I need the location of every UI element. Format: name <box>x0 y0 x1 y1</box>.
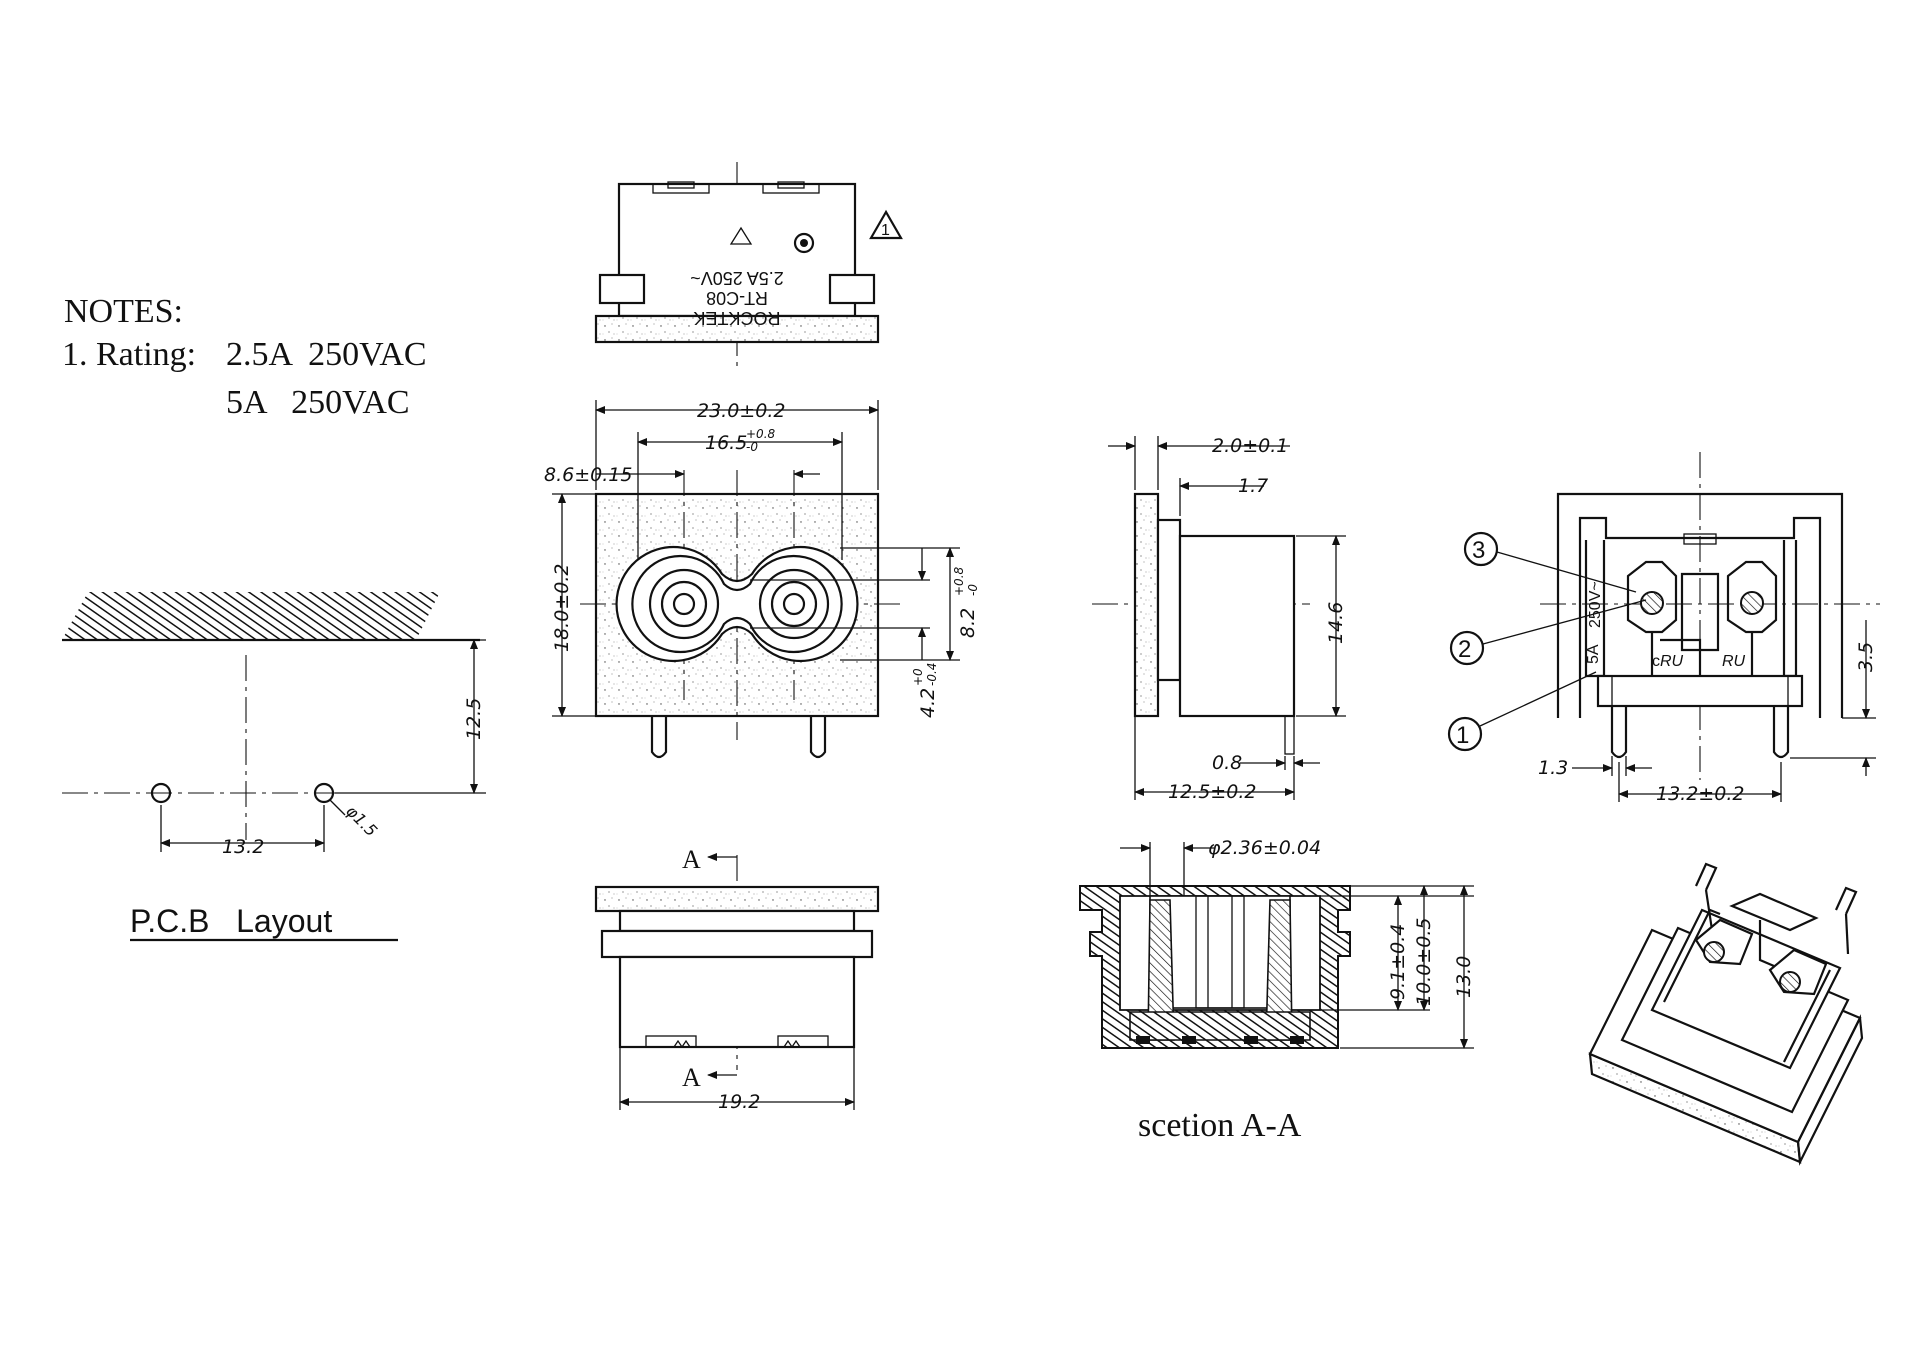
section-total-dim: 13.0 <box>1453 956 1475 998</box>
side-depth-dim: 12.5±0.2 <box>1168 781 1256 803</box>
rear-pin-height-dim: 3.5 <box>1855 642 1877 672</box>
marking-rating: 2.5A 250V~ <box>690 268 784 288</box>
front-socket-width-tol-plus: +0.8 <box>746 427 776 441</box>
bottom-view: A A 19.2 <box>594 845 880 1113</box>
cert-triangle-icon <box>729 226 753 245</box>
pcb-layout-view: 13.2 12.5 φ1.5 P.C.B Layout <box>62 592 486 942</box>
socket-outline-outer <box>615 545 859 663</box>
marking-brand: ROCKTEK <box>693 308 780 328</box>
cert-circle-icon <box>793 232 815 254</box>
front-socket-width-dim: 16.5 <box>705 432 747 454</box>
socket-contact-left <box>672 592 696 616</box>
side-pin-dim: 0.8 <box>1212 752 1242 774</box>
rear-terminal-left <box>1626 560 1678 634</box>
rear-view-outer-frame <box>1556 492 1844 718</box>
rear-terminal-right <box>1726 560 1778 634</box>
section-mark-bottom: A <box>682 1063 701 1092</box>
front-height-dim: 18.0±0.2 <box>551 564 573 652</box>
front-view: 23.0±0.2 16.5 +0.8 -0 8.6±0.15 18.0±0.2 … <box>544 400 980 759</box>
side-view-flange <box>1133 492 1160 718</box>
notes-block: NOTES: 1. Rating: 2.5A 250VAC 5A 250VAC <box>62 293 427 421</box>
pcb-edge-hatch <box>62 592 440 640</box>
isometric-view <box>1588 862 1864 1166</box>
pcb-layout-title: P.C.B Layout <box>130 903 332 939</box>
front-width-dim: 23.0±0.2 <box>697 400 785 422</box>
callout-1-circle <box>1447 716 1483 752</box>
front-neck-tol-plus: +0 <box>911 668 925 686</box>
bottom-width-dim: 19.2 <box>718 1091 760 1113</box>
rear-marking-rating-1: 250V~ <box>1587 581 1604 628</box>
side-view-step <box>1156 518 1182 682</box>
front-neck-dim: 4.2 <box>917 688 939 718</box>
front-pin-left <box>650 716 668 759</box>
front-socket-height-tol-minus: -0 <box>966 584 980 596</box>
rating-value-2: 5A 250VAC <box>226 384 410 421</box>
front-socket-height-dim: 8.2 <box>957 608 979 638</box>
rear-view: cRU RU 250V~ 5A 3 2 1 1.3 13.2±0.2 3.5 <box>1447 452 1880 805</box>
front-socket-width-tol-minus: -0 <box>746 440 758 454</box>
section-bore-dim: φ2.36±0.04 <box>1208 837 1321 859</box>
section-mark-top: A <box>682 845 701 874</box>
section-title: scetion A-A <box>1138 1107 1302 1144</box>
bottom-view-body <box>618 955 856 1049</box>
rear-view-base <box>1596 674 1804 708</box>
callout-3: 3 <box>1472 537 1485 564</box>
bottom-view-step <box>600 929 874 959</box>
note-callout-number: 1 <box>881 222 890 239</box>
pcb-hole-left <box>150 782 172 804</box>
callout-2: 2 <box>1458 636 1471 663</box>
front-neck-tol-minus: -0.4 <box>925 663 939 686</box>
rear-terminal-right-screw <box>1740 591 1764 615</box>
rear-pin-offset-dim: 1.3 <box>1538 757 1568 779</box>
callout-1: 1 <box>1456 722 1469 749</box>
side-view: 2.0±0.1 1.7 14.6 0.8 12.5±0.2 <box>1092 435 1347 803</box>
front-offset-dim: 8.6±0.15 <box>544 464 632 486</box>
front-pin-right <box>809 716 827 759</box>
top-view: ROCKTEK RT-C08 2.5A 250V~ 1 <box>594 162 903 370</box>
top-view-flange <box>594 314 880 344</box>
side-step-dim: 1.7 <box>1238 475 1268 497</box>
rear-cert-mark-left: cRU <box>1652 653 1684 670</box>
section-contact-dim: 9.1±0.4 <box>1387 924 1409 1000</box>
section-cavity-dim: 10.0±0.5 <box>1413 918 1435 1006</box>
top-view-tab-right <box>828 273 876 305</box>
rear-pin-right <box>1772 706 1790 759</box>
rear-marking-rating-2: 5A <box>1585 644 1602 664</box>
section-bore <box>1195 895 1245 1009</box>
socket-outline-inner <box>631 554 843 654</box>
section-view: φ2.36±0.04 9.1±0.4 10.0±0.5 13.0 scetion… <box>1079 837 1475 1144</box>
pcb-hole-dim: φ1.5 <box>342 801 381 840</box>
rear-pin-left <box>1610 706 1628 759</box>
pcb-height-dim: 12.5 <box>463 698 485 740</box>
front-socket-height-tol-plus: +0.8 <box>952 566 966 596</box>
marking-model: RT-C08 <box>706 288 768 308</box>
top-view-markings: ROCKTEK RT-C08 2.5A 250V~ <box>690 268 784 328</box>
top-view-tab-left <box>598 273 646 305</box>
bottom-view-flange <box>594 885 880 913</box>
rear-pin-spacing-dim: 13.2±0.2 <box>1656 783 1744 805</box>
pcb-spacing-dim: 13.2 <box>222 836 264 858</box>
callout-3-circle <box>1463 531 1499 567</box>
rear-terminal-left-screw <box>1640 591 1664 615</box>
note-callout-triangle-icon <box>869 209 903 240</box>
notes-heading: NOTES: <box>64 293 183 330</box>
side-view-pin <box>1284 715 1295 755</box>
socket-contact-right-ring <box>758 568 830 640</box>
side-view-body <box>1178 534 1296 718</box>
rating-value-1: 2.5A 250VAC <box>226 336 427 373</box>
side-body-height-dim: 14.6 <box>1325 602 1347 644</box>
side-flange-dim: 2.0±0.1 <box>1212 435 1288 457</box>
rear-cert-mark-right: RU <box>1722 653 1746 670</box>
callout-2-circle <box>1449 630 1485 666</box>
rear-view-inner-frame <box>1578 516 1822 718</box>
rating-label: 1. Rating: <box>62 336 196 373</box>
pcb-hole-right <box>313 782 335 804</box>
top-view-body <box>617 182 857 318</box>
socket-contact-left-ring <box>648 568 720 640</box>
socket-contact-right <box>782 592 806 616</box>
